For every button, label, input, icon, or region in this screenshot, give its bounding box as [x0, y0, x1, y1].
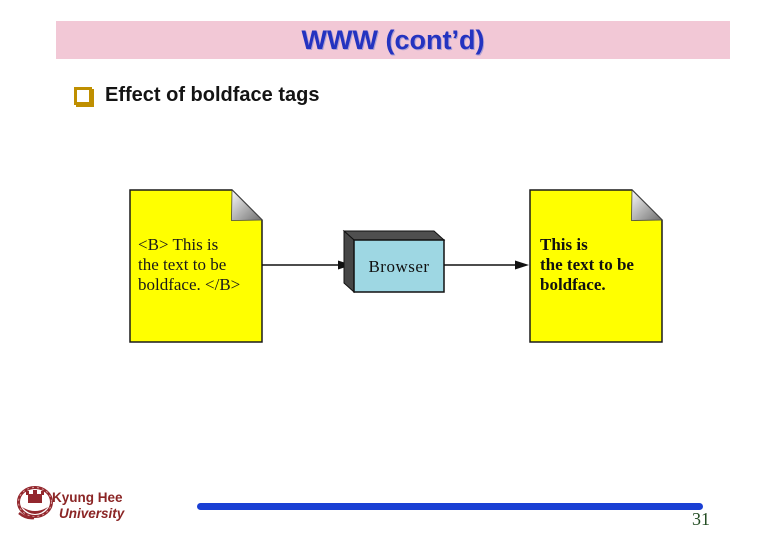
bullet-label: Effect of boldface tags	[105, 84, 320, 106]
institution-name: Kyung Hee University	[52, 490, 124, 522]
rendered-line-2: the text to be	[540, 255, 634, 274]
institution-line-2: University	[59, 506, 125, 521]
bullet-heading: Effect of boldface tags	[74, 84, 319, 107]
slide-title-bar: WWW (cont’d)	[56, 21, 730, 59]
footer-divider-line	[197, 503, 703, 510]
browser-box-left-face	[343, 229, 355, 294]
kyunghee-university-logo	[17, 486, 53, 520]
browser-box-front-face	[353, 239, 445, 293]
browser-label: Browser	[368, 257, 429, 276]
browser-box: Browser	[342, 229, 446, 294]
rendered-document-fold	[631, 189, 663, 221]
source-line-3: boldface. </B>	[138, 275, 240, 294]
page-number: 31	[692, 509, 710, 529]
source-document: <B> This is the text to be boldface. </B…	[129, 189, 263, 343]
source-document-fold	[231, 189, 263, 221]
rendered-line-1: This is	[540, 235, 588, 254]
square-bullet-icon	[74, 86, 92, 105]
arrow-browser-to-rendered	[444, 260, 529, 270]
arrow-source-to-browser	[262, 260, 352, 270]
browser-box-top-face	[342, 230, 446, 241]
institution-line-1: Kyung Hee	[52, 490, 123, 505]
rendered-line-3: boldface.	[540, 275, 606, 294]
slide-title: WWW (cont’d)	[301, 24, 485, 55]
arrowhead-right-icon	[515, 260, 529, 270]
boldface-diagram: <B> This is the text to be boldface. </B…	[129, 189, 663, 343]
source-line-2: the text to be	[138, 255, 226, 274]
source-document-page	[129, 189, 263, 343]
rendered-document: This is the text to be boldface.	[529, 189, 663, 343]
source-line-1: <B> This is	[138, 235, 218, 254]
rendered-document-page	[529, 189, 663, 343]
